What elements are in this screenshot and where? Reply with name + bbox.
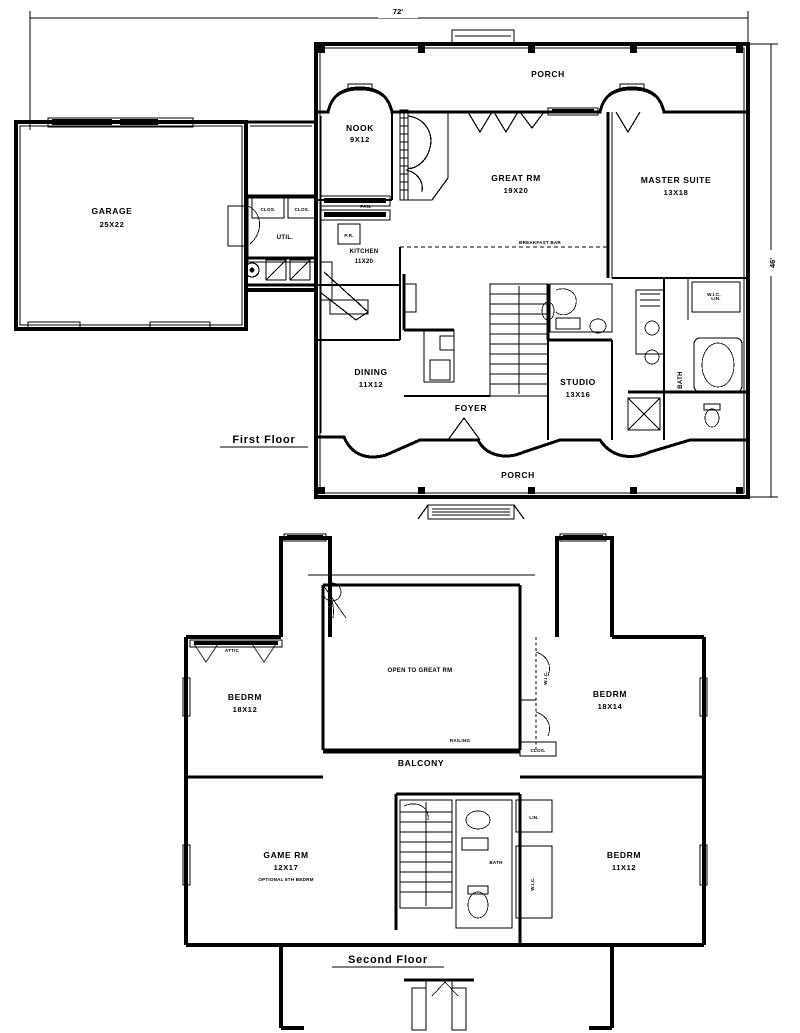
room-dim-dining: 11X12 — [359, 380, 383, 389]
space-utility: UTIL. — [227, 197, 317, 287]
bath-second-floor: BATH LIN. W.I.C. — [455, 794, 553, 945]
room-kitchen: KITCHEN 11X20 — [316, 247, 401, 340]
room-dim-master-suite: 13X18 — [664, 188, 689, 197]
room-dim-bedrm-left: 18X12 — [233, 705, 258, 714]
room-label-bedrm-lower-right: BEDRM — [607, 850, 641, 860]
annotation-wic: W.I.C. — [707, 292, 721, 297]
overall-width-label: 72' — [393, 7, 403, 16]
room-label-bedrm-right: BEDRM — [593, 689, 627, 699]
fireplace — [399, 109, 449, 201]
room-dim-studio: 13X16 — [566, 390, 591, 399]
room-game-rm: GAME RM 12X17 OPTIONAL 5TH BEDRM — [258, 850, 313, 882]
room-dim-game-rm: 12X17 — [274, 863, 299, 872]
first-floor-title-group: First Floor — [220, 434, 308, 448]
annotation-clos-up: CLOS. — [530, 748, 545, 753]
space-label-bath-second: BATH — [489, 860, 503, 865]
overall-depth-label: 46' — [768, 258, 777, 268]
annotation-pantry: PAN. — [360, 204, 371, 209]
annotation-wic-up: W.I.C. — [543, 671, 548, 685]
overall-dimension-top: 72' — [29, 6, 749, 130]
space-label-porch-rear: PORCH — [531, 69, 565, 79]
breakfast-bar-annotation: BREAKFAST BAR — [400, 240, 608, 248]
room-dim-bedrm-lower-right: 11X12 — [612, 863, 636, 872]
closets-utility: CLOS. CLOS. PAN. P.R. — [251, 195, 391, 245]
annotation-lin-up: LIN. — [529, 815, 538, 820]
space-foyer: FOYER — [404, 395, 490, 441]
rear-french-doors — [467, 107, 641, 134]
room-dim-great-room: 19X20 — [504, 186, 529, 195]
room-great-room: GREAT RM 19X20 — [491, 173, 541, 195]
space-label-master-bath: BATH — [678, 371, 684, 388]
annotation-closet-2: CLOS. — [294, 207, 309, 212]
second-floor-windows — [182, 677, 708, 886]
annotation-attic: ATTIC — [225, 648, 240, 653]
room-label-bedrm-left: BEDRM — [228, 692, 262, 702]
closet-hall — [402, 274, 455, 383]
room-label-garage: GARAGE — [92, 206, 133, 216]
room-label-game-rm: GAME RM — [263, 850, 308, 860]
first-floor-title: First Floor — [232, 434, 295, 446]
second-floor-plan: OPEN TO GREAT RM RAILING BALCONY ATTIC B… — [182, 533, 708, 1031]
room-label-master-suite: MASTER SUITE — [641, 175, 711, 185]
annotation-railing-lower: RAILING — [450, 738, 471, 743]
powder-room-first-floor — [541, 283, 613, 342]
space-label-foyer: FOYER — [455, 403, 487, 413]
space-label-porch-front: PORCH — [501, 470, 535, 480]
room-dining: DINING 11X12 — [316, 339, 400, 389]
stair-run-second-floor — [394, 792, 520, 930]
first-floor-interior-walls — [243, 83, 748, 459]
room-label-studio: STUDIO — [560, 377, 596, 387]
annotation-closet-1: CLOS. — [260, 207, 275, 212]
annotation-breakfast-bar: BREAKFAST BAR — [519, 240, 561, 245]
space-balcony: BALCONY — [186, 750, 704, 779]
second-floor-title-group: Second Floor — [332, 954, 444, 968]
master-bath: LIN. BATH W.I.C. — [612, 277, 748, 440]
overall-dimension-right: 46' — [748, 43, 779, 498]
room-bedrm-left: ATTIC BEDRM 18X12 — [189, 639, 283, 714]
room-dim-garage: 25X22 — [100, 220, 125, 229]
annotation-wic-up-2: W.I.C. — [530, 877, 535, 891]
annotation-powder: P.R. — [344, 233, 353, 238]
second-floor-envelope — [183, 533, 707, 1031]
room-dim-nook: 9X12 — [350, 135, 370, 144]
room-dim-bedrm-right: 18X14 — [598, 702, 623, 711]
room-label-kitchen: KITCHEN — [350, 249, 379, 255]
space-label-balcony: BALCONY — [398, 758, 444, 768]
room-master-suite: MASTER SUITE 13X18 — [599, 89, 711, 197]
room-note-game-rm: OPTIONAL 5TH BEDRM — [258, 877, 313, 882]
space-label-open-to-great-room: OPEN TO GREAT RM — [388, 668, 453, 674]
room-studio: STUDIO 13X16 — [547, 340, 613, 440]
second-floor-title: Second Floor — [348, 954, 428, 966]
room-label-dining: DINING — [354, 367, 387, 377]
space-label-utility: UTIL. — [277, 235, 294, 241]
room-dim-kitchen: 11X20 — [355, 259, 374, 265]
room-bedrm-lower-right: BEDRM 11X12 — [607, 850, 641, 872]
open-to-great-room: OPEN TO GREAT RM RAILING — [308, 574, 535, 752]
room-label-great-room: GREAT RM — [491, 173, 541, 183]
first-floor-plan: GARAGE 25X22 — [13, 29, 751, 520]
room-label-nook: NOOK — [346, 123, 374, 133]
annotation-linen: LIN. — [711, 296, 720, 301]
room-bedrm-right: BEDRM 18X14 W.I.C. CLOS. — [519, 637, 627, 757]
